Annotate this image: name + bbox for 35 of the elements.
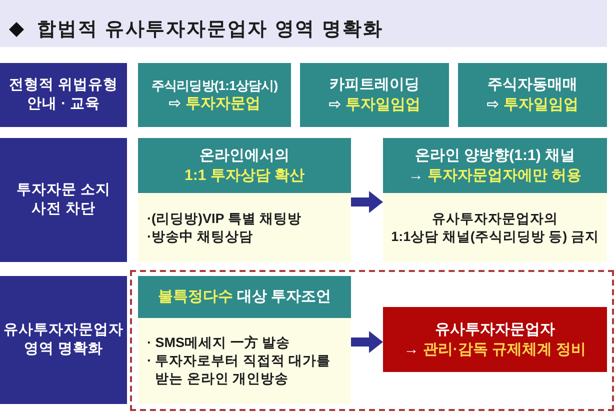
highlight-text: ⇨ 투자일임업: [486, 95, 578, 115]
highlight-text: → 관리·감독 규제체계 정비: [404, 340, 586, 360]
label-text: 유사투자자문업자 영역 명확화: [4, 320, 124, 359]
arrow: [351, 191, 383, 213]
highlight-text: ⇨ 투자일임업: [328, 95, 420, 115]
label-text: 유사투자자문업자: [435, 320, 555, 340]
label-text: 전형적 위법유형 안내 · 교육: [8, 76, 118, 114]
arrow: [351, 331, 383, 353]
highlight-text: ⇨ 투자자문업: [168, 94, 260, 114]
bullet-text: · SMS메세지 一方 발송: [147, 334, 290, 352]
example-box: [138, 63, 291, 127]
title-text: 합법적 유사투자자문업자 영역 명확화: [37, 18, 384, 42]
category-box: [0, 63, 127, 127]
category-box: [0, 138, 127, 262]
heading-text: 온라인 양방향(1:1) 채널: [414, 146, 575, 166]
heading-text: 불특정다수 대상 투자조언: [158, 287, 332, 307]
heading-text: 온라인에서의: [200, 146, 290, 166]
highlight-text: → 투자자문업자에만 허용: [408, 166, 582, 186]
bullet-text: · 투자자로부터 직접적 대가를 받는 온라인 개인방송: [147, 352, 331, 388]
category-box: [0, 276, 127, 404]
label-text: 주식자동매매: [488, 75, 578, 95]
example-box: [300, 63, 449, 127]
dashed-frame: [130, 270, 614, 411]
example-box: [458, 63, 607, 127]
info-card: [138, 276, 351, 404]
body-text: 유사투자자문업자의 1:1상담 채널(주식리딩방 등) 금지: [391, 210, 599, 246]
bullet-text: ·방송中 채팅상담: [147, 228, 254, 246]
info-card: [138, 138, 351, 262]
label-text: 주식리딩방(1:1상담시): [151, 76, 278, 94]
result-box: [383, 307, 607, 372]
label-text: 투자자문 소지 사전 차단: [16, 180, 111, 219]
info-card: [383, 138, 607, 262]
label-text: 카피트레이딩: [330, 75, 420, 95]
bullet-text: ·(리딩방)VIP 특별 채팅방: [147, 210, 302, 228]
highlight-text: 1:1 투자상담 확산: [184, 166, 304, 186]
